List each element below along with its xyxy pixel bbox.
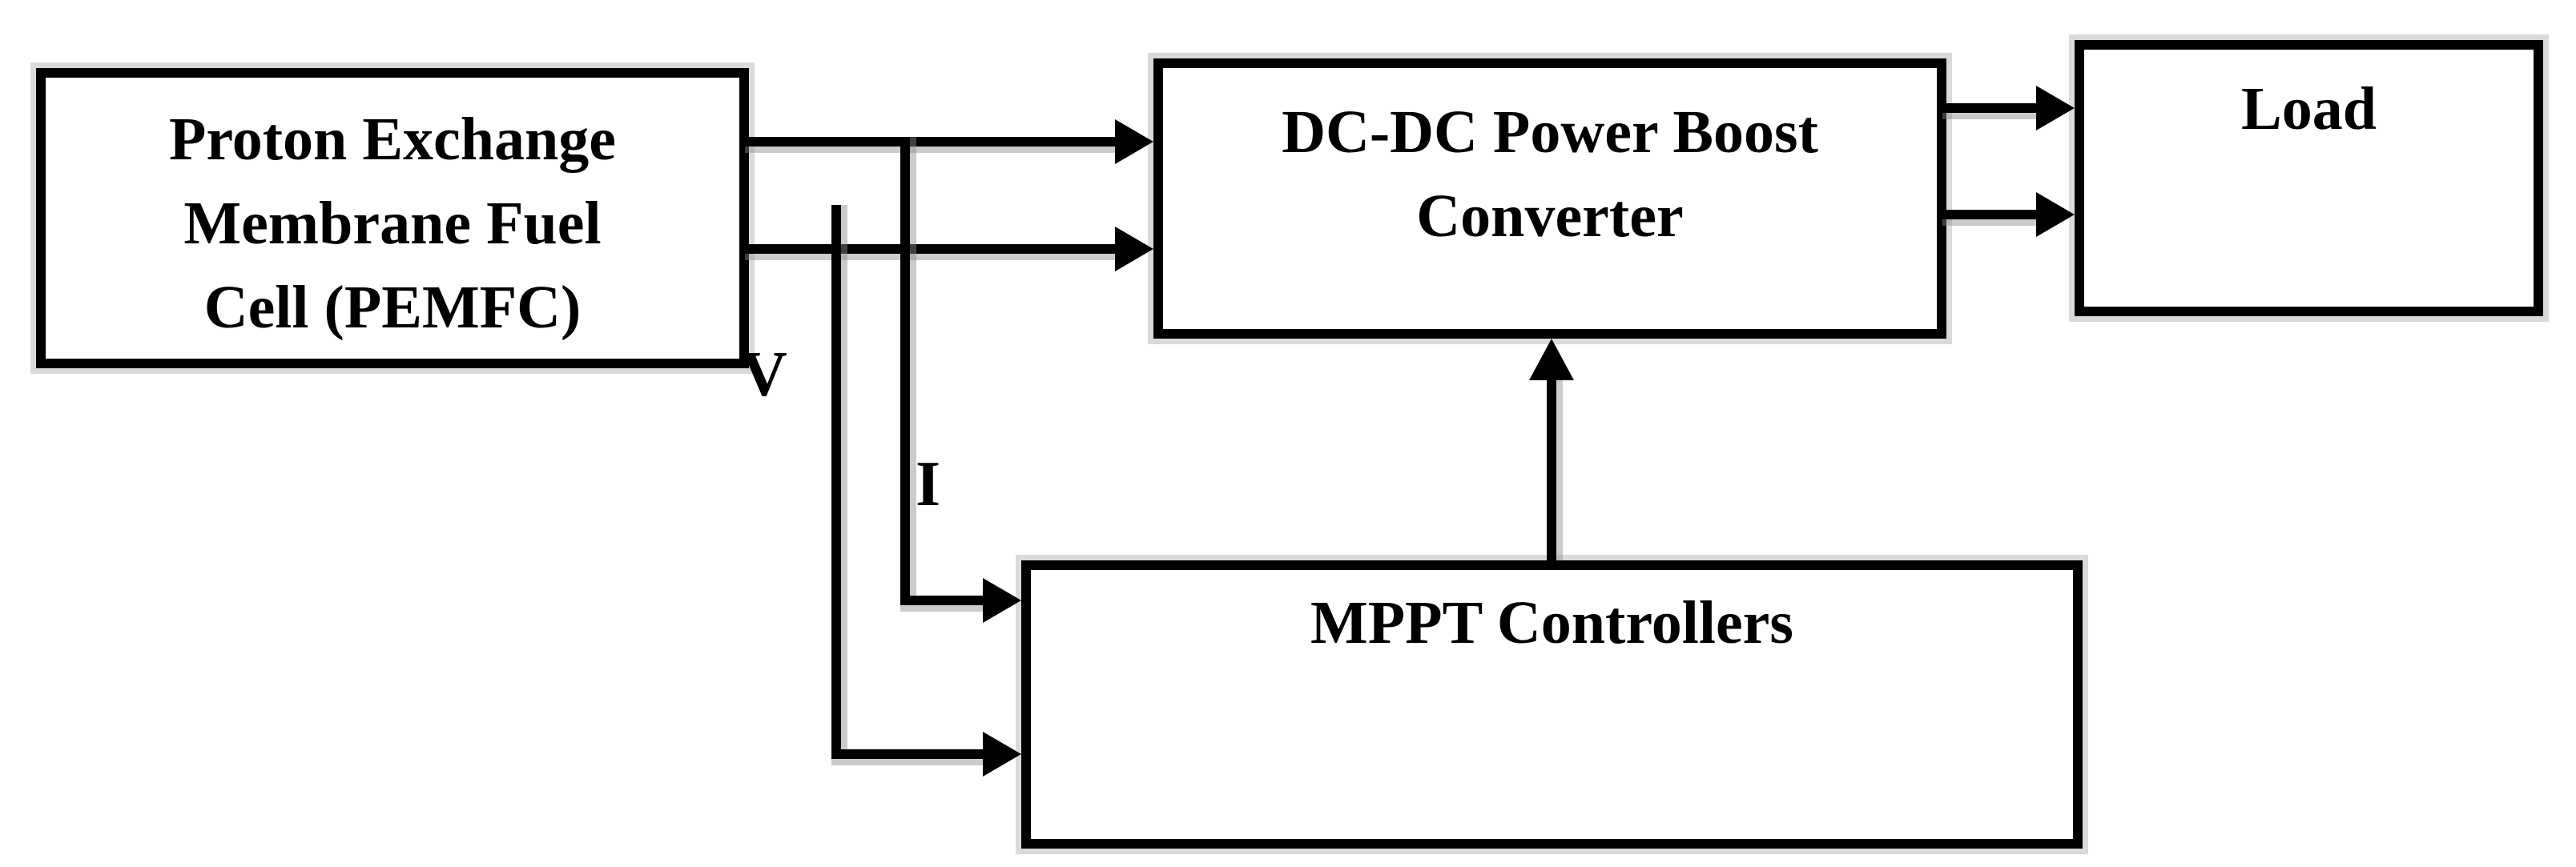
wire-pemfc-to-converter-top: [745, 137, 1115, 147]
dcdc-converter-label: DC-DC Power Boost Converter: [1282, 98, 1818, 250]
arrowhead-pemfc-to-converter-bottom: [1115, 227, 1153, 271]
wire-converter-to-load-bottom: [1942, 210, 2036, 219]
arrowhead-converter-to-load-top: [2036, 86, 2075, 130]
current-signal-label: I: [916, 449, 941, 520]
mppt-controllers-label: MPPT Controllers: [1310, 589, 1793, 656]
pemfc-block: Proton Exchange Membrane Fuel Cell (PEMF…: [36, 68, 749, 368]
wire-current-tap-horizontal: [900, 596, 983, 605]
arrowhead-voltage-into-mppt: [983, 732, 1021, 777]
wire-pemfc-to-converter-bottom: [745, 244, 1115, 254]
wire-current-tap-vertical: [900, 137, 910, 605]
wire-voltage-tap-vertical: [831, 205, 841, 759]
wire-converter-to-load-top: [1942, 103, 2036, 113]
load-label: Load: [2241, 75, 2377, 142]
load-block: Load: [2075, 40, 2543, 316]
arrowhead-current-into-mppt: [983, 578, 1021, 623]
wire-voltage-tap-horizontal: [831, 749, 983, 759]
voltage-signal-label: V: [741, 339, 787, 410]
dcdc-converter-block: DC-DC Power Boost Converter: [1153, 58, 1946, 339]
mppt-controllers-block: MPPT Controllers: [1021, 560, 2083, 849]
arrowhead-converter-to-load-bottom: [2036, 192, 2075, 237]
wire-mppt-to-converter: [1547, 375, 1556, 560]
arrowhead-pemfc-to-converter-top: [1115, 119, 1153, 164]
arrowhead-mppt-to-converter: [1529, 339, 1574, 380]
pemfc-label: Proton Exchange Membrane Fuel Cell (PEMF…: [168, 106, 617, 341]
